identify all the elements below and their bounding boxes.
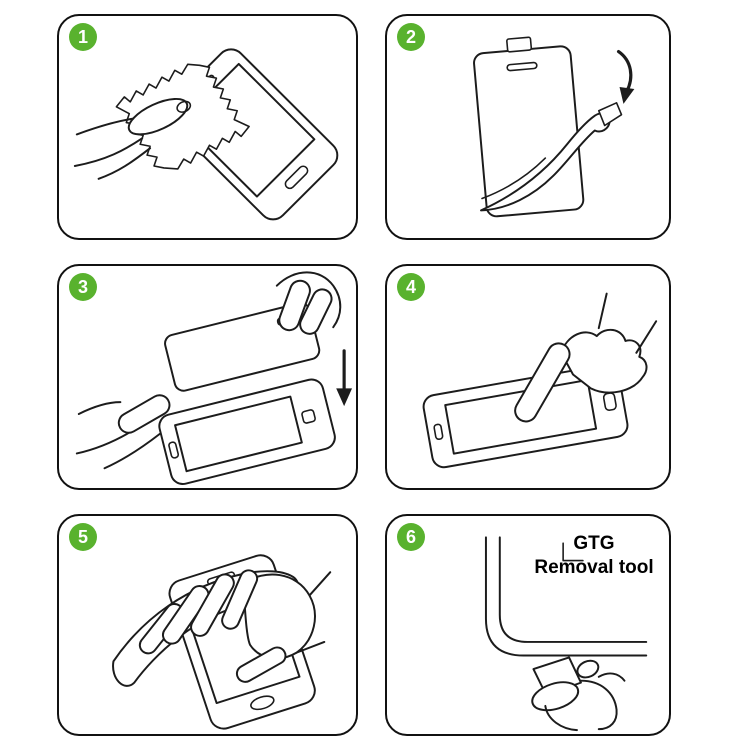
step-1-badge: 1 [69,23,97,51]
right-hand [275,271,342,335]
film-separation-line [481,157,547,200]
smooth-film-illustration [112,554,332,730]
step-5-panel: 5 [57,514,358,736]
press-center-illustration [422,292,658,469]
step-4-badge: 4 [397,273,425,301]
removal-tool-hand [531,656,626,732]
removal-tool-label-line1: GTG [573,533,615,554]
clean-screen-illustration [73,48,339,221]
step-5-badge: 5 [69,523,97,551]
phone-outline [158,378,336,485]
cleaning-cloth [115,63,250,170]
step-3-badge: 3 [69,273,97,301]
lifted-film [480,102,623,212]
hand [73,97,192,180]
phone-corner-edge [484,536,648,657]
smoothing-hand [138,569,332,683]
step-3-panel: 3 [57,264,358,490]
step-1-panel: 1 [57,14,358,240]
step-4-panel: 4 [385,264,671,490]
removal-tool-illustration [484,536,648,732]
label-pointer-line [562,542,584,562]
step-2-panel: 2 [385,14,671,240]
peel-arrow-icon [616,49,635,104]
step-6-panel: 6 GTG Removal tool [385,514,671,736]
pressing-hand [514,292,658,423]
peel-film-illustration [473,36,635,218]
left-hand [75,394,171,470]
removal-tool-label: GTG Removal tool [523,532,665,580]
step-6-badge: 6 [397,523,425,551]
down-arrow-icon [336,349,353,407]
align-glass-illustration [75,271,353,485]
removal-tool-label-line2: Removal tool [534,556,654,578]
step-2-badge: 2 [397,23,425,51]
